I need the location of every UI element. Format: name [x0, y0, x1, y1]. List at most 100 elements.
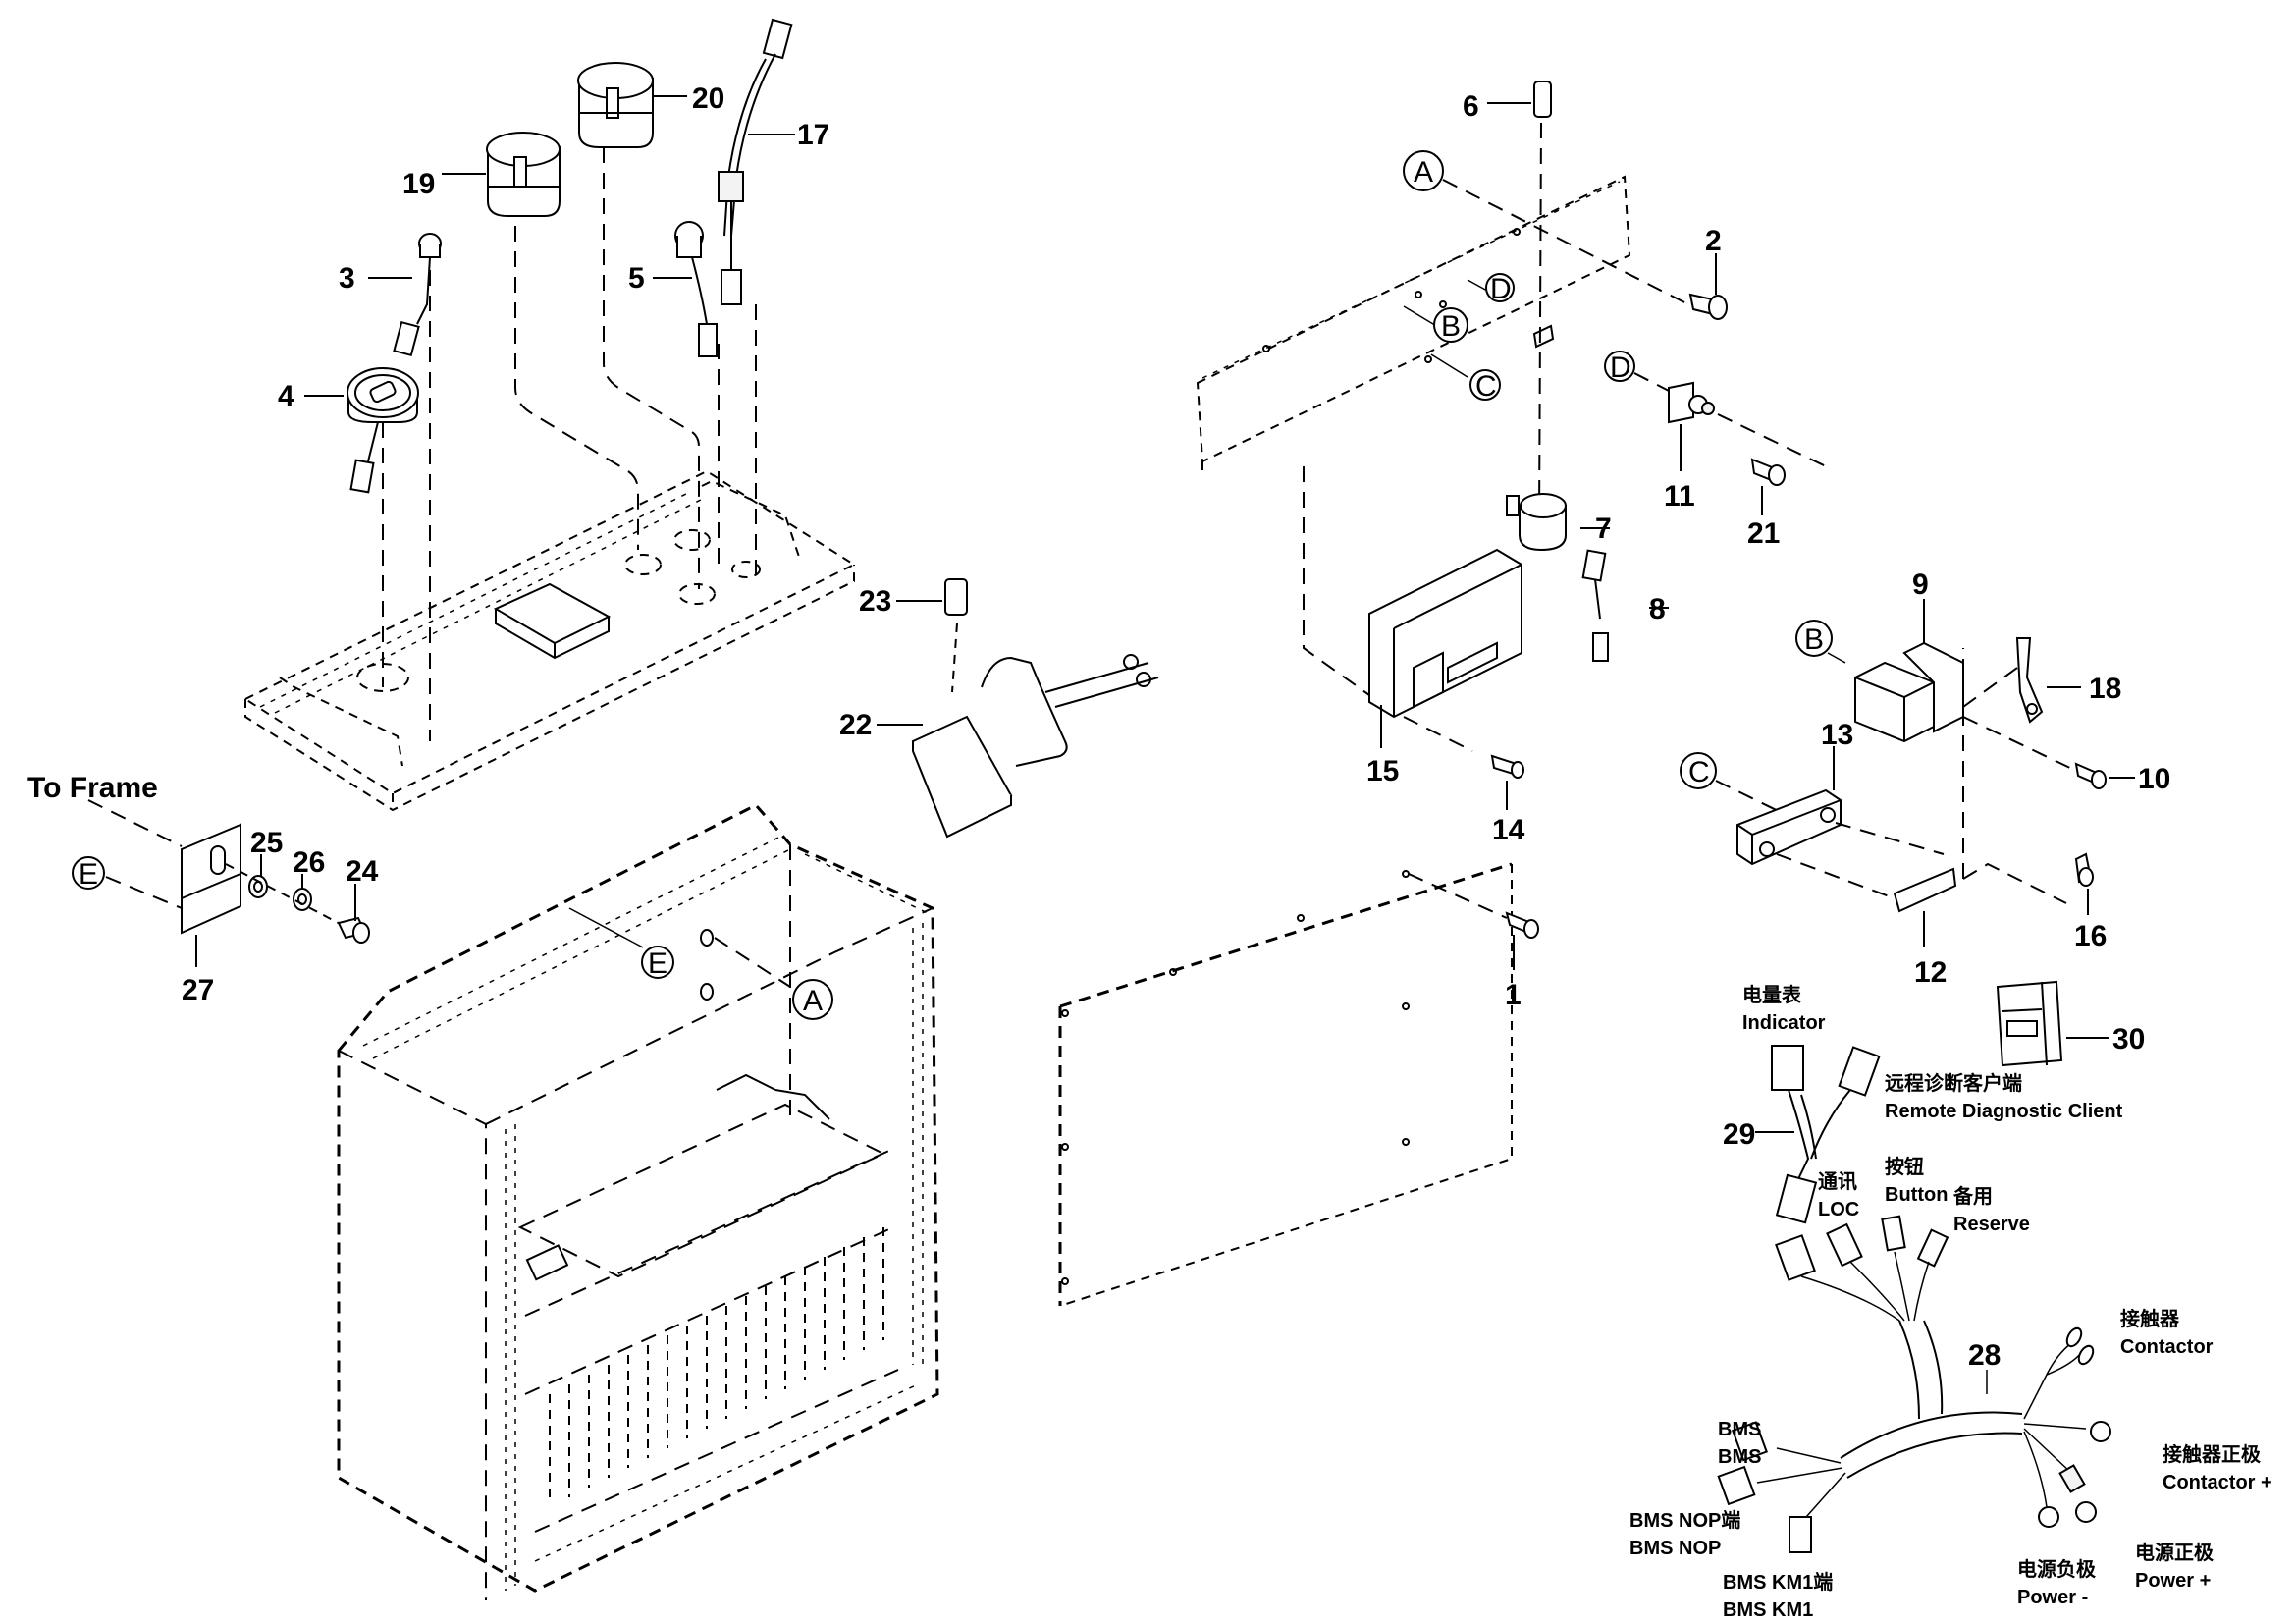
label-bms-cn: BMS: [1718, 1419, 1761, 1440]
part-label-22: 22: [839, 709, 872, 741]
part-6-screw: [1487, 81, 1552, 521]
part-label-29: 29: [1723, 1118, 1755, 1151]
callout-E-left: E: [72, 856, 183, 909]
harness-29-labels: 电量表 Indicator 远程诊断客户端 Remote Diagnostic …: [1742, 983, 2123, 1235]
part-label-16: 16: [2074, 920, 2107, 952]
top-cover-plate: [242, 469, 857, 812]
part-label-17: 17: [797, 119, 829, 151]
label-loc-cn: 通讯: [1818, 1170, 1857, 1193]
callout-E-box: E: [568, 907, 674, 980]
to-frame-leader: [87, 799, 183, 847]
part-label-30: 30: [2112, 1023, 2145, 1056]
part-8-cable: [1581, 549, 1669, 662]
svg-text:C: C: [1688, 756, 1710, 788]
part-1-screw: [1505, 911, 1539, 970]
callout-A-box: A: [700, 929, 833, 1020]
part-label-9: 9: [1912, 568, 1929, 601]
part-24-bolt: [337, 884, 370, 944]
part-label-4: 4: [278, 380, 294, 412]
part-4-battery-gauge: [304, 367, 419, 494]
label-power-plus-en: Power +: [2135, 1570, 2211, 1592]
part-16-screw: [2074, 852, 2094, 915]
part-21-screw: [1750, 458, 1786, 515]
label-loc-en: LOC: [1818, 1199, 1859, 1220]
part-label-3: 3: [339, 262, 355, 295]
part-label-14: 14: [1492, 814, 1525, 846]
part-label-27: 27: [182, 974, 214, 1006]
part-22-connector: [877, 654, 1159, 839]
label-indicator-en: Indicator: [1742, 1012, 1826, 1034]
assembly-line-15: [1303, 466, 1370, 696]
part-10-screw: [2074, 762, 2135, 789]
bolt-line-24: [225, 863, 354, 932]
label-remote-cn: 远程诊断客户端: [1885, 1071, 2022, 1095]
callout-A-plate: A: [1403, 150, 1689, 305]
part-label-5: 5: [628, 262, 645, 295]
label-bms-en: BMS: [1718, 1446, 1761, 1468]
label-contactor-plus-en: Contactor +: [2163, 1472, 2272, 1493]
part-label-11: 11: [1664, 480, 1695, 513]
part-label-6: 6: [1463, 90, 1479, 123]
part-2-bolt: [1688, 253, 1728, 320]
label-bms-nop-en: BMS NOP: [1629, 1538, 1721, 1559]
part-label-8: 8: [1649, 593, 1666, 625]
part-label-20: 20: [692, 82, 724, 115]
svg-text:D: D: [1490, 273, 1512, 305]
part-11-fuse-holder: [1668, 381, 1827, 471]
label-bms-km1-cn: BMS KM1端: [1723, 1571, 1833, 1594]
svg-text:E: E: [648, 947, 667, 980]
assembly-line-1: [1408, 873, 1508, 919]
part-20-key-switch: [577, 62, 687, 148]
part-7-ferrite-core: [1506, 493, 1610, 552]
callout-D-11: D: [1604, 351, 1670, 392]
label-contactor-plus-cn: 接触器正极: [2163, 1442, 2262, 1466]
label-remote-en: Remote Diagnostic Client: [1885, 1101, 2123, 1122]
label-power-plus-cn: 电源正极: [2135, 1541, 2215, 1564]
part-13-shunt: [1736, 746, 1945, 899]
part-label-21: 21: [1747, 517, 1780, 550]
label-reserve-cn: 备用: [1952, 1184, 1993, 1208]
assembly-lines-top-left: [382, 147, 757, 741]
label-button-cn: 按钮: [1885, 1155, 1924, 1178]
label-contactor-cn: 接触器: [2120, 1307, 2180, 1330]
part-3-sensor: [368, 233, 442, 357]
callout-C-plate: C: [1430, 353, 1501, 403]
label-power-minus-cn: 电源负极: [2017, 1557, 2097, 1581]
label-indicator-cn: 电量表: [1742, 983, 1802, 1006]
part-label-1: 1: [1505, 979, 1522, 1011]
svg-text:A: A: [1414, 156, 1433, 189]
callout-B-9: B: [1795, 620, 1846, 664]
svg-text:C: C: [1475, 370, 1497, 403]
part-30-diagnostic-module: [1996, 980, 2109, 1067]
part-23-screw: [896, 578, 968, 693]
part-14-screw: [1490, 754, 1524, 810]
harness-29: [1755, 1045, 1881, 1224]
harness-28-labels: 接触器 Contactor 接触器正极 Contactor + BMS BMS …: [1629, 1307, 2272, 1621]
part-19-key-switch: [442, 132, 561, 217]
svg-text:B: B: [1441, 310, 1461, 343]
part-label-10: 10: [2138, 763, 2170, 795]
callout-C-13: C: [1680, 752, 1797, 821]
part-26-washer: [293, 874, 312, 911]
svg-text:A: A: [803, 985, 823, 1017]
part-27-bracket: [181, 823, 241, 967]
part-25-washer: [248, 854, 268, 898]
part-label-23: 23: [859, 585, 891, 618]
part-label-15: 15: [1366, 755, 1399, 787]
assembly-line-10: [1962, 716, 2077, 772]
battery-box: [337, 803, 939, 1600]
part-5-sensor: [653, 221, 718, 357]
part-18-busbar: [1962, 637, 2081, 724]
part-label-26: 26: [293, 846, 325, 879]
part-label-7: 7: [1595, 513, 1612, 545]
part-label-25: 25: [250, 827, 283, 859]
svg-text:D: D: [1610, 352, 1631, 384]
callout-label-E: E: [79, 858, 98, 891]
label-button-en: Button: [1885, 1184, 1948, 1206]
label-reserve-en: Reserve: [1953, 1214, 2030, 1235]
harness-28: [1717, 1215, 2111, 1553]
part-9-contactor: [1854, 599, 1964, 743]
label-power-minus-en: Power -: [2017, 1587, 2088, 1608]
callout-D-plate: D: [1467, 273, 1515, 305]
